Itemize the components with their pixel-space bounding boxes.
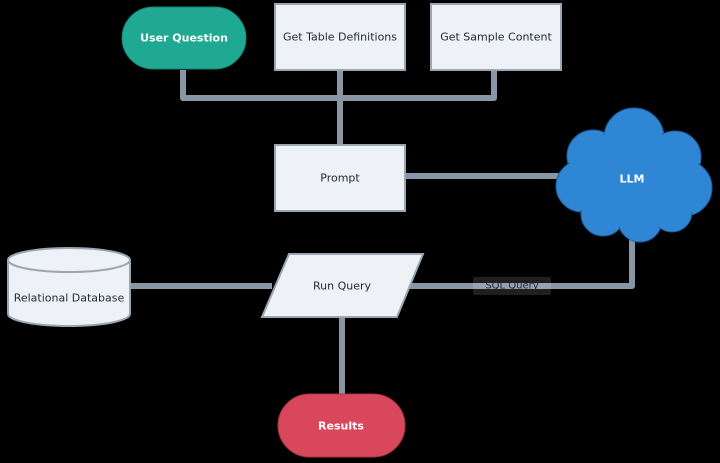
get-sample-content-shape [430, 3, 562, 71]
node-get-sample-content[interactable]: Get Sample Content [430, 3, 562, 71]
node-user-question[interactable]: User Question [121, 6, 247, 70]
get-table-definitions-label: Get Table Definitions [283, 31, 397, 44]
node-run-query[interactable]: Run Query [260, 253, 425, 318]
prompt-shape [274, 144, 406, 212]
node-relational-database[interactable]: Relational Database [7, 247, 131, 327]
relational-database-label: Relational Database [14, 292, 125, 305]
get-sample-content-label: Get Sample Content [440, 31, 552, 44]
edge-label-background [473, 277, 551, 295]
node-llm[interactable]: LLM [555, 107, 713, 243]
user-question-label: User Question [140, 32, 228, 45]
database-cylinder-top [7, 247, 131, 273]
connector-sources-to-prompt [180, 70, 497, 145]
node-results[interactable]: Results [277, 393, 406, 458]
llm-cloud-fill-cover [558, 110, 710, 240]
run-query-label: Run Query [313, 280, 372, 293]
run-query-shape [260, 253, 425, 318]
database-cylinder-body [7, 260, 131, 327]
connectors [131, 70, 635, 394]
node-prompt[interactable]: Prompt [274, 144, 406, 212]
edge-label-sql-query-text: SQL Query [485, 281, 538, 292]
connector-llm-to-run-query [408, 232, 635, 289]
results-shape [277, 393, 406, 458]
llm-label: LLM [620, 173, 645, 186]
get-table-definitions-shape [274, 3, 406, 71]
edge-label-sql-query: SQL Query [473, 277, 551, 295]
user-question-shape [121, 6, 247, 70]
node-get-table-definitions[interactable]: Get Table Definitions [274, 3, 406, 71]
prompt-label: Prompt [320, 172, 360, 185]
results-label: Results [318, 420, 364, 433]
